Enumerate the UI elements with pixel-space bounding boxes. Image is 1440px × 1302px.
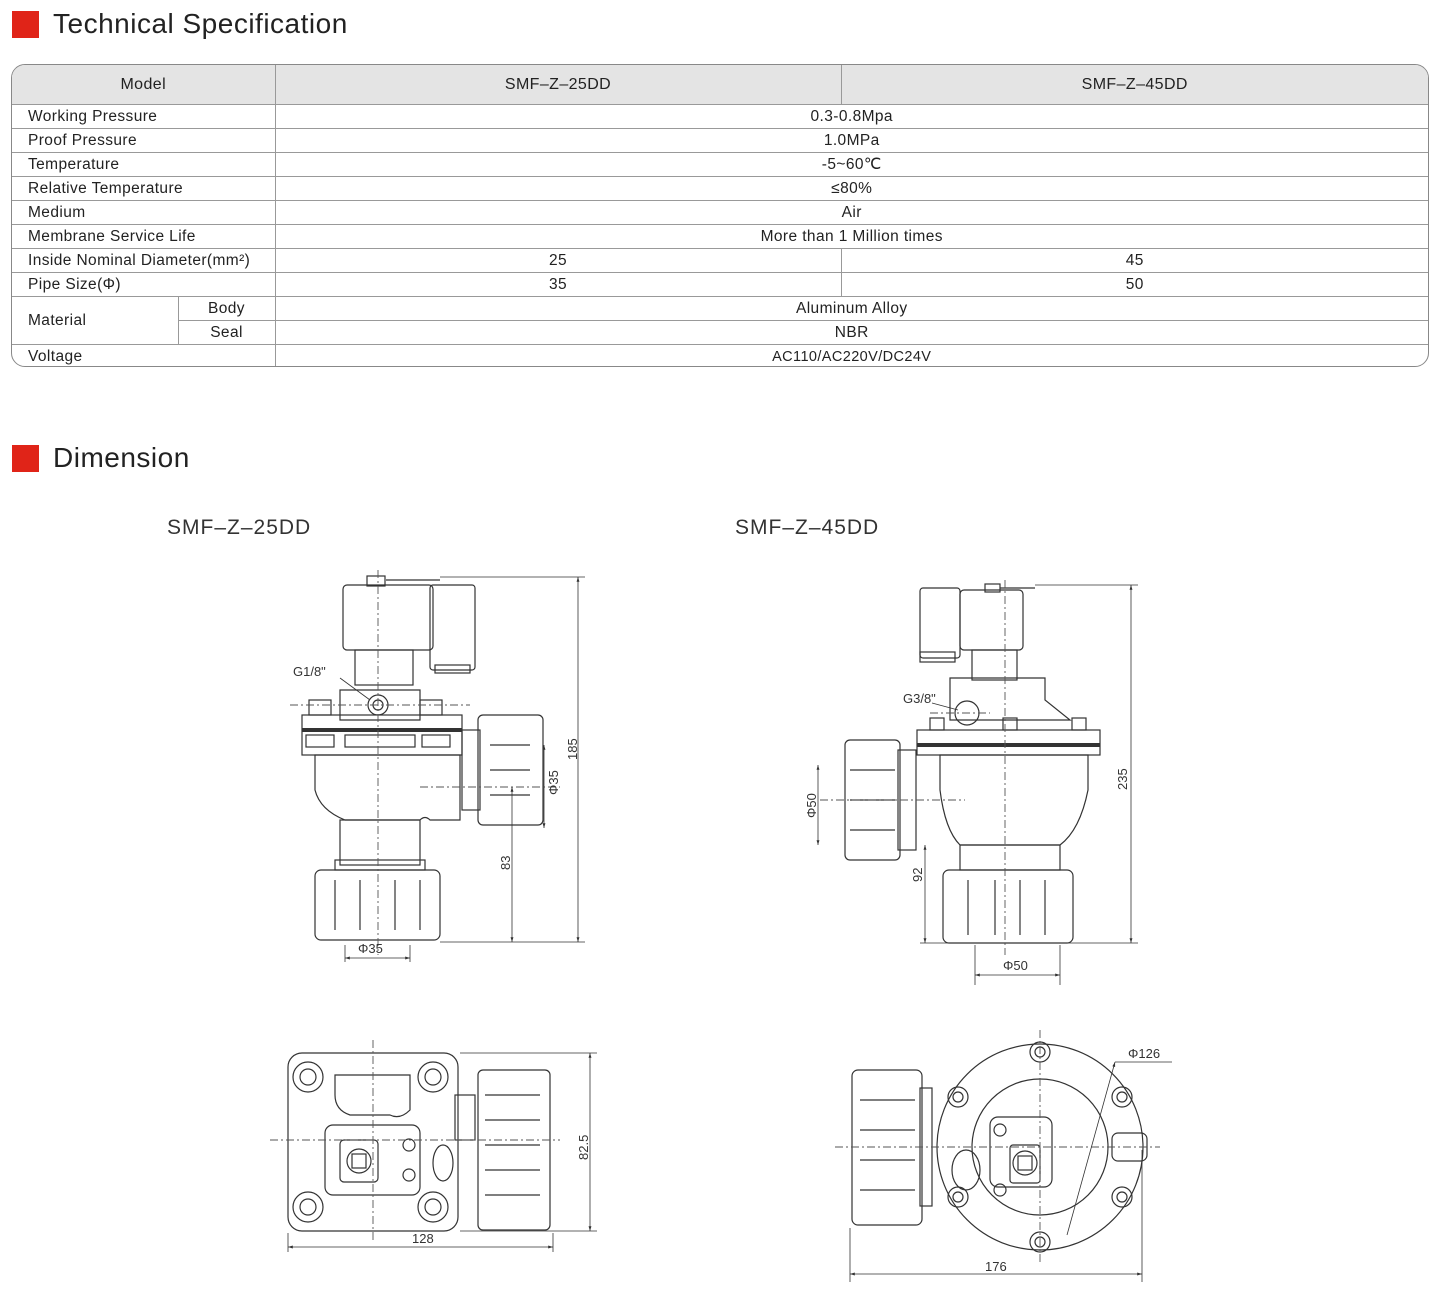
row-label: Pipe Size(Φ) — [12, 272, 276, 297]
dim-height-45dd: 235 — [1115, 768, 1130, 790]
dim-outlet-height-25dd: 83 — [498, 856, 513, 870]
red-square-icon — [12, 444, 39, 472]
table-row: Relative Temperature ≤80% — [12, 176, 1428, 201]
dim-top-width-25dd: 128 — [412, 1231, 434, 1246]
header-model: Model — [12, 65, 276, 105]
dimension-section-header: Dimension — [12, 442, 190, 474]
row-label: Voltage — [12, 344, 276, 366]
dim-outlet-dia-45dd: Φ50 — [1003, 958, 1028, 973]
dimension-section-title: Dimension — [53, 442, 190, 473]
dim-top-width-45dd: 176 — [985, 1259, 1007, 1274]
row-label: Inside Nominal Diameter(mm²) — [12, 248, 276, 273]
row-value-45dd: 50 — [840, 272, 1428, 297]
row-value: -5~60℃ — [274, 152, 1428, 177]
side-view-45dd — [844, 583, 1101, 944]
dim-outlet-dia-25dd: Φ35 — [358, 941, 383, 956]
row-label-material: Material — [12, 296, 179, 345]
row-value: 1.0MPa — [274, 128, 1428, 153]
row-value: Aluminum Alloy — [274, 296, 1428, 321]
dim-port-25dd: G1/8" — [293, 664, 326, 679]
drawing-title-45dd: SMF–Z–45DD — [735, 516, 880, 539]
dim-inlet-25dd: Φ35 — [546, 770, 561, 795]
table-row: Voltage AC110/AC220V/DC24V — [12, 344, 1428, 366]
row-value-45dd: 45 — [840, 248, 1428, 273]
dim-height-25dd: 185 — [565, 738, 580, 760]
spec-section-title: Technical Specification — [53, 8, 348, 39]
row-value: NBR — [274, 320, 1428, 345]
table-row: Temperature -5~60℃ — [12, 152, 1428, 177]
table-header-row: Model SMF–Z–25DD SMF–Z–45DD — [12, 65, 1428, 105]
spec-table: Model SMF–Z–25DD SMF–Z–45DD Working Pres… — [11, 64, 1429, 367]
drawing-title-25dd: SMF–Z–25DD — [167, 516, 312, 539]
row-value-25dd: 25 — [274, 248, 842, 273]
dim-flange-dia-45dd: Φ126 — [1128, 1046, 1160, 1061]
row-value: ≤80% — [274, 176, 1428, 201]
table-row: Material Body Aluminum Alloy — [12, 296, 1428, 345]
dim-outlet-height-45dd: 92 — [910, 868, 925, 882]
table-row: Inside Nominal Diameter(mm²) 25 45 — [12, 248, 1428, 273]
row-label: Relative Temperature — [12, 176, 276, 201]
table-row: Pipe Size(Φ) 35 50 — [12, 272, 1428, 297]
header-model-25dd: SMF–Z–25DD — [274, 65, 842, 105]
row-label: Medium — [12, 200, 276, 225]
row-value: AC110/AC220V/DC24V — [274, 344, 1428, 366]
spec-section-header: Technical Specification — [12, 8, 348, 40]
dim-inlet-45dd: Φ50 — [804, 793, 819, 818]
side-view-25dd — [301, 575, 544, 941]
table-row: Seal NBR — [12, 320, 1428, 345]
red-square-icon — [12, 10, 39, 38]
row-label: Membrane Service Life — [12, 224, 276, 249]
row-sublabel-seal: Seal — [178, 320, 276, 345]
dim-top-height-25dd: 82.5 — [576, 1135, 591, 1160]
top-view-25dd — [287, 1052, 551, 1232]
header-model-45dd: SMF–Z–45DD — [840, 65, 1428, 105]
dim-port-45dd: G3/8" — [903, 691, 936, 706]
row-value-25dd: 35 — [274, 272, 842, 297]
